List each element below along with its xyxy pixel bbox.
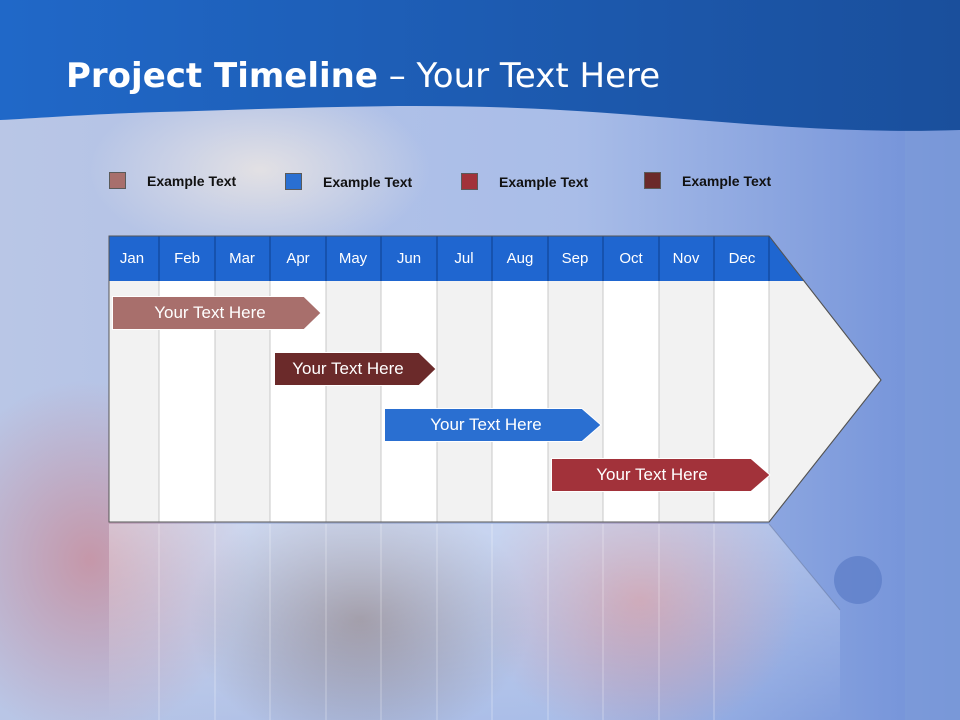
- month-label: Dec: [728, 250, 756, 267]
- legend-label: Example Text: [499, 174, 589, 190]
- task-arrow-shape: [551, 458, 771, 492]
- task-label: Your Text Here: [154, 303, 266, 322]
- month-label: Oct: [619, 250, 643, 267]
- page-title: Project Timeline – Your Text Here: [66, 56, 660, 96]
- month-label: Nov: [672, 250, 700, 267]
- task-label: Your Text Here: [596, 465, 708, 484]
- task-arrow: Your Text Here: [274, 352, 437, 386]
- task-arrow: Your Text Here: [551, 458, 771, 492]
- legend-swatch: [461, 173, 478, 190]
- month-label: Jun: [396, 250, 422, 267]
- title-bold: Project Timeline: [66, 56, 378, 96]
- legend-swatch: [644, 172, 661, 189]
- task-arrow-shape: [112, 296, 322, 330]
- month-label: Jul: [454, 250, 474, 267]
- title-rest: – Your Text Here: [377, 56, 661, 96]
- task-arrow: Your Text Here: [112, 296, 322, 330]
- task-arrow-shape: [384, 408, 602, 442]
- month-label: Feb: [174, 250, 200, 267]
- legend-swatch: [285, 173, 302, 190]
- task-arrow-shape: [274, 352, 437, 386]
- legend-label: Example Text: [147, 173, 237, 189]
- month-label: Mar: [229, 250, 255, 267]
- month-label: Jan: [119, 250, 145, 267]
- task-label: Your Text Here: [292, 359, 404, 378]
- month-label: May: [338, 250, 368, 267]
- legend-swatch: [109, 172, 126, 189]
- task-label: Your Text Here: [430, 415, 542, 434]
- task-arrow: Your Text Here: [384, 408, 602, 442]
- month-label: Aug: [506, 250, 534, 267]
- legend-label: Example Text: [682, 173, 772, 189]
- legend-label: Example Text: [323, 174, 413, 190]
- month-label: Sep: [561, 250, 589, 267]
- header-band: [0, 0, 960, 131]
- month-label: Apr: [286, 250, 310, 267]
